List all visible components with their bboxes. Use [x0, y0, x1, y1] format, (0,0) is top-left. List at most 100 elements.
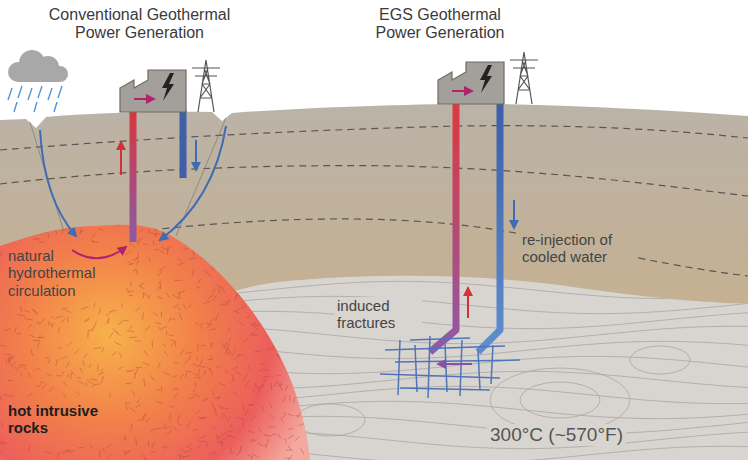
- flow-arrow: [72, 247, 126, 258]
- well-pipe: [430, 104, 456, 352]
- rock-texture: [238, 275, 242, 281]
- recharge-flow-arrow: [40, 130, 76, 236]
- rock-texture: [284, 225, 289, 226]
- rock-texture: [280, 354, 284, 356]
- rock-texture: [298, 289, 302, 290]
- flow-arrow: [438, 363, 472, 365]
- power-plant: [120, 60, 220, 112]
- rock-texture: [194, 377, 202, 379]
- rock-texture: [135, 307, 140, 311]
- rock-texture: [155, 233, 161, 235]
- rock-texture: [286, 305, 290, 307]
- rock-texture: [77, 392, 80, 395]
- rock-texture: [295, 380, 300, 385]
- rock-texture: [92, 384, 95, 387]
- rock-texture: [255, 327, 259, 329]
- rock-texture: [189, 258, 197, 260]
- rock-texture: [173, 295, 179, 299]
- rock-texture: [296, 388, 300, 390]
- rock-texture: [21, 226, 22, 231]
- rock-texture: [277, 345, 280, 350]
- rock-texture: [143, 458, 146, 460]
- rock-texture: [17, 314, 24, 315]
- rock-texture: [177, 415, 180, 422]
- rock-texture: [22, 220, 24, 225]
- rock-texture: [24, 310, 30, 312]
- rock-texture: [212, 288, 215, 292]
- rock-texture: [266, 349, 271, 350]
- rock-texture: [227, 244, 231, 250]
- rock-texture: [285, 438, 287, 443]
- rock-texture: [173, 427, 176, 430]
- rock-texture: [261, 364, 265, 365]
- rock-texture: [307, 334, 311, 339]
- rock-texture: [226, 299, 230, 305]
- rock-texture: [17, 366, 21, 368]
- rock-texture: [245, 381, 249, 387]
- rock-texture: [263, 383, 264, 388]
- rock-texture: [114, 342, 121, 345]
- rock-texture: [298, 234, 303, 235]
- rock-texture: [193, 389, 196, 392]
- rock-texture: [294, 307, 300, 308]
- rock-texture: [234, 251, 237, 257]
- rock-texture: [148, 295, 151, 299]
- section-heading: Conventional Geothermal Power Generation: [32, 6, 247, 43]
- rock-texture: [251, 438, 254, 442]
- rock-texture: [221, 442, 224, 445]
- rock-texture: [106, 318, 109, 324]
- rock-texture: [299, 423, 306, 426]
- rock-texture: [195, 382, 196, 387]
- rock-texture: [135, 405, 140, 408]
- rock-texture: [286, 449, 293, 451]
- rock-texture: [16, 333, 21, 335]
- sky-rain: [8, 86, 62, 112]
- ground-strata: [0, 126, 748, 150]
- rock-texture: [246, 315, 251, 318]
- rock-texture: [127, 262, 132, 264]
- rock-texture: [51, 323, 54, 327]
- rock-texture: [262, 266, 266, 270]
- rock-texture: [274, 232, 278, 236]
- rock-texture: [152, 441, 155, 448]
- rock-texture: [296, 315, 298, 321]
- rock-texture: [40, 335, 41, 339]
- rock-texture: [254, 351, 262, 352]
- rock-contour: [490, 368, 630, 432]
- rock-texture: [223, 302, 227, 304]
- rock-texture: [136, 438, 137, 445]
- rock-texture: [71, 373, 72, 379]
- rock-texture: [175, 342, 176, 347]
- rock-texture: [51, 316, 54, 319]
- rock-texture: [166, 331, 168, 335]
- rock-texture: [192, 270, 193, 277]
- rock-texture: [216, 437, 219, 441]
- rock-texture: [130, 326, 132, 330]
- rock-texture: [188, 223, 193, 224]
- sky-rain: [28, 88, 32, 100]
- rock-texture: [248, 287, 251, 292]
- rock-texture: [164, 446, 169, 450]
- rock-texture: [255, 252, 256, 259]
- rock-texture: [208, 295, 213, 299]
- rock-texture: [248, 455, 253, 456]
- rock-texture: [283, 310, 285, 314]
- rock-texture: [0, 396, 1, 401]
- rock-texture: [212, 295, 216, 301]
- rock-texture: [10, 356, 13, 362]
- rock-texture: [292, 307, 300, 309]
- rock-texture: [209, 452, 216, 455]
- rock-texture: [143, 294, 145, 298]
- rock-texture: [180, 454, 181, 460]
- rock-texture: [6, 359, 7, 364]
- rock-texture: [168, 246, 172, 250]
- rock-texture: [226, 348, 228, 354]
- rock-texture: [48, 233, 49, 238]
- rock-texture: [63, 394, 66, 398]
- rock-texture: [293, 386, 298, 388]
- rock-texture: [170, 406, 175, 408]
- rock-texture: [133, 269, 136, 272]
- rock-texture: [285, 385, 288, 391]
- rock-texture: [255, 383, 257, 388]
